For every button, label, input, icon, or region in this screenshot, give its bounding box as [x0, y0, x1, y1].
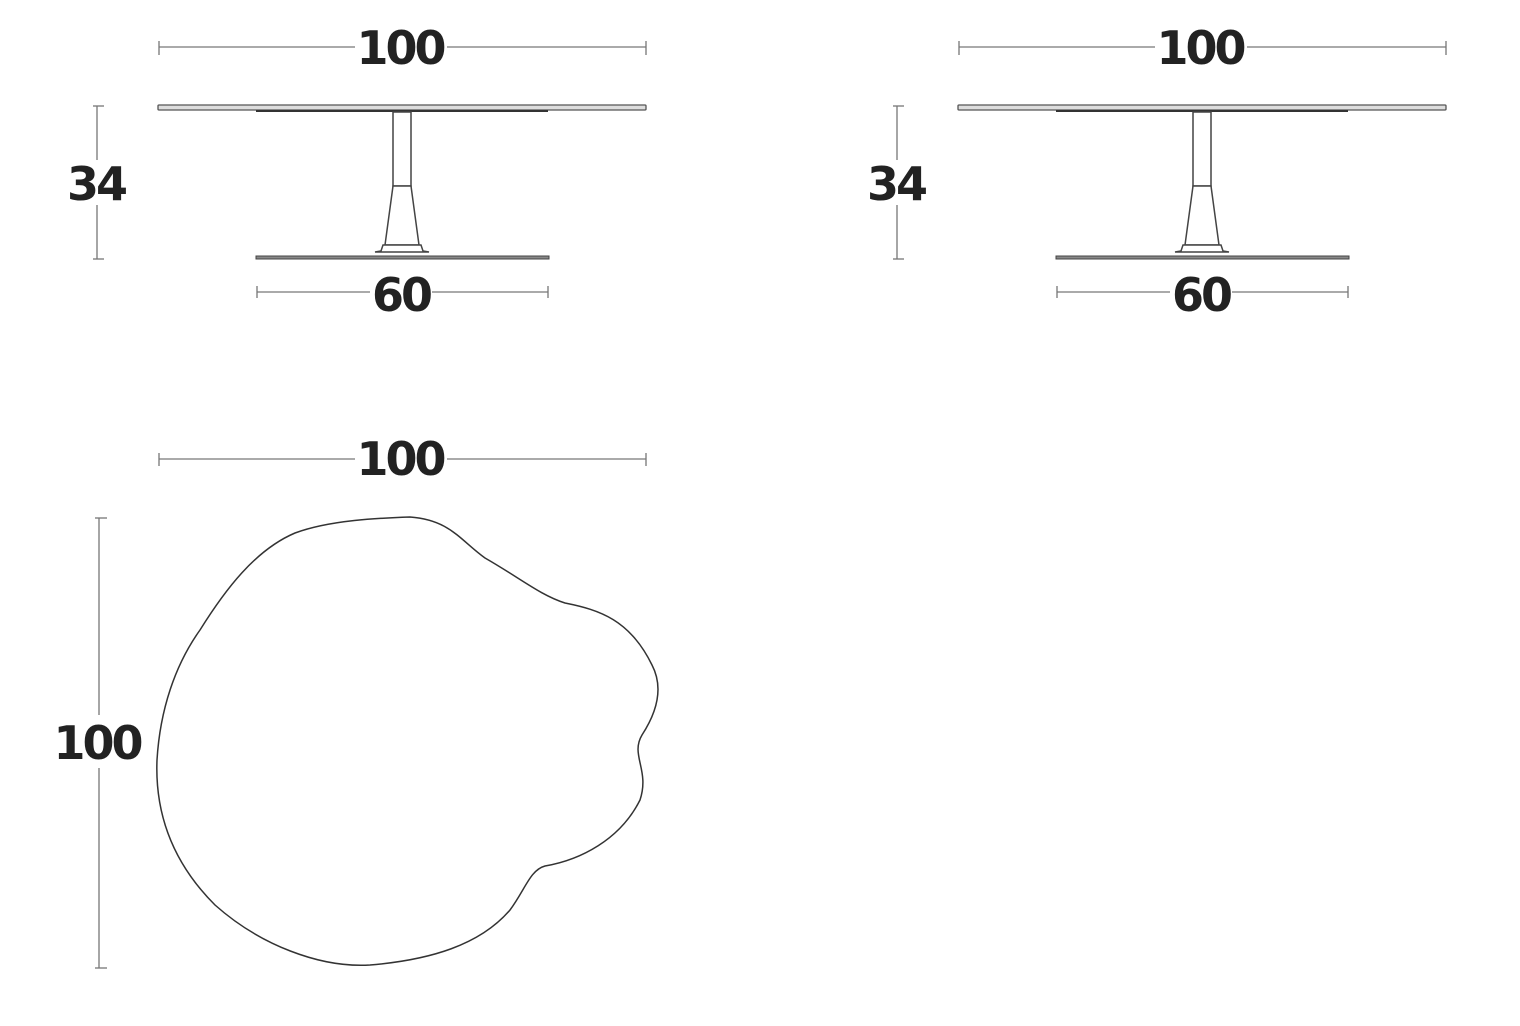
- elevation-view-1: 100 34 60: [67, 21, 647, 322]
- table-side: [957, 104, 1447, 260]
- plan-width-label: 100: [356, 432, 444, 486]
- base-label: 60: [372, 268, 431, 322]
- width-label: 100: [356, 21, 444, 75]
- base-dimension: 60: [1056, 268, 1349, 322]
- base-label: 60: [1172, 268, 1231, 322]
- plan-view: 100 100: [53, 432, 659, 969]
- table-top-outline: [156, 516, 659, 966]
- table-side: [157, 104, 647, 260]
- base-dimension: 60: [256, 268, 549, 322]
- width-dimension: 100: [958, 21, 1447, 75]
- plan-width-dimension: 100: [158, 432, 647, 486]
- width-label: 100: [1156, 21, 1244, 75]
- plan-depth-dimension: 100: [53, 517, 144, 969]
- height-dimension: 34: [67, 105, 129, 260]
- height-label: 34: [867, 157, 926, 211]
- height-dimension: 34: [867, 105, 929, 260]
- height-label: 34: [67, 157, 126, 211]
- width-dimension: 100: [158, 21, 647, 75]
- elevation-view-2: 100 34 60: [867, 21, 1447, 322]
- plan-depth-label: 100: [53, 716, 141, 770]
